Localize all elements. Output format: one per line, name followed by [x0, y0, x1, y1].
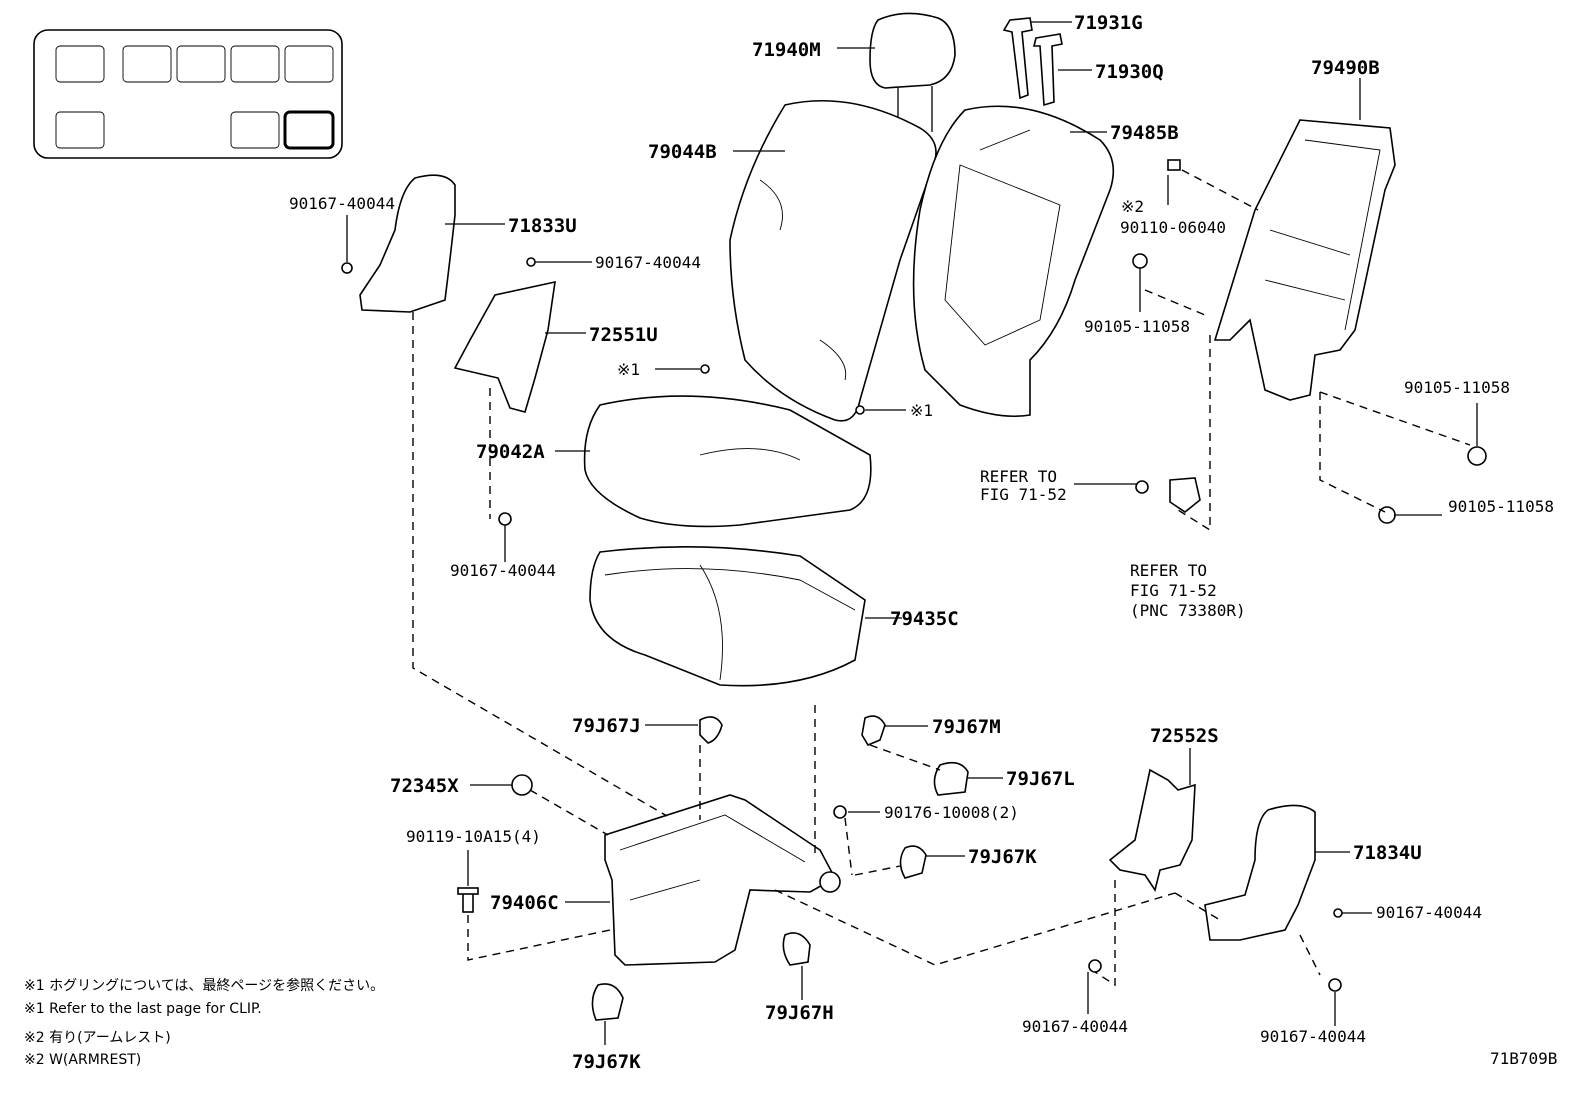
label-90176-10008: 90176-10008(2) — [884, 803, 1019, 822]
seat-cushion-pad-part — [589, 546, 866, 687]
label-90167-top-right: 90167-40044 — [595, 253, 701, 272]
label-79042A: 79042A — [476, 441, 545, 463]
cover-79J67L — [933, 761, 969, 796]
label-79J67L: 79J67L — [1006, 768, 1075, 790]
clip-79J67J — [699, 716, 723, 744]
label-note1-b: ※1 — [910, 401, 933, 420]
inner-cover-right-part — [1108, 768, 1196, 892]
callout-labels: 71940M 71931G 71930Q 79490B 79044B 79485… — [289, 12, 1554, 1073]
label-refer-to-1b: FIG 71-52 — [980, 485, 1067, 504]
label-71833U: 71833U — [508, 215, 577, 237]
seat-location-key — [33, 29, 343, 159]
label-71930Q: 71930Q — [1095, 61, 1164, 83]
footnote-en-2: ※2 W(ARMREST) — [24, 1052, 141, 1068]
label-72551U: 72551U — [589, 324, 658, 346]
label-71931G: 71931G — [1074, 12, 1143, 34]
label-71940M: 71940M — [752, 39, 821, 61]
label-90110-06040: 90110-06040 — [1120, 218, 1226, 237]
clip-79J67M — [861, 715, 886, 747]
cover-79J67K-right — [899, 845, 927, 879]
label-90167-bottom-right-1: 90167-40044 — [1376, 903, 1482, 922]
label-79J67H: 79J67H — [765, 1002, 834, 1024]
label-79490B: 79490B — [1311, 57, 1380, 79]
highlighted-seat-position — [283, 110, 335, 150]
label-90105-a: 90105-11058 — [1084, 317, 1190, 336]
cover-79J67K-bottom — [591, 983, 624, 1021]
bolt-90119 — [457, 887, 479, 913]
label-90105-b: 90105-11058 — [1404, 378, 1510, 397]
figure-code: 71B709B — [1490, 1049, 1557, 1068]
leader-lines — [346, 21, 1478, 1045]
label-90167-bottom-middle: 90167-40044 — [1022, 1017, 1128, 1036]
label-note1-a: ※1 — [617, 360, 640, 379]
label-refer-to-2a: REFER TO — [1130, 561, 1207, 580]
label-79J67M: 79J67M — [932, 716, 1001, 738]
footnote-en-1: ※1 Refer to the last page for CLIP. — [24, 1001, 262, 1017]
label-79044B: 79044B — [648, 141, 717, 163]
label-90167-top-left: 90167-40044 — [289, 194, 395, 213]
label-79J67K-right: 79J67K — [968, 846, 1037, 868]
footnote-jp-2: ※2 有り(アームレスト) — [24, 1030, 171, 1046]
label-90105-c: 90105-11058 — [1448, 497, 1554, 516]
label-79485B: 79485B — [1110, 122, 1179, 144]
cap-72345X — [511, 774, 533, 796]
label-79J67J: 79J67J — [572, 715, 641, 737]
side-cover-lower-right-part — [1204, 804, 1316, 941]
fasteners — [341, 159, 1487, 992]
seatback-pad-part — [912, 105, 1115, 418]
label-90167-bottom-right-2: 90167-40044 — [1260, 1027, 1366, 1046]
label-72345X: 72345X — [390, 775, 459, 797]
side-cover-upper-left-part — [359, 174, 456, 313]
label-79406C: 79406C — [490, 892, 559, 914]
seat-cushion-frame-part — [604, 794, 841, 966]
seatback-cover-part — [729, 100, 937, 422]
headrest-guide-parts — [1002, 17, 1063, 107]
label-90119-10A15: 90119-10A15(4) — [406, 827, 541, 846]
footnotes: ※1 ホグリングについては、最終ページを参照ください。 ※1 Refer to … — [24, 977, 384, 1068]
label-79J67K-bottom: 79J67K — [572, 1051, 641, 1073]
assembly-lines — [412, 169, 1471, 987]
seat-cushion-cover-part — [583, 395, 872, 528]
label-refer-to-2b: FIG 71-52 — [1130, 581, 1217, 600]
label-note2: ※2 — [1121, 197, 1144, 216]
label-90167-middle-left: 90167-40044 — [450, 561, 556, 580]
label-refer-to-2c: (PNC 73380R) — [1130, 601, 1246, 620]
label-71834U: 71834U — [1353, 842, 1422, 864]
label-refer-to-1a: REFER TO — [980, 467, 1057, 486]
footnote-jp-1: ※1 ホグリングについては、最終ページを参照ください。 — [24, 977, 384, 994]
nut-90176 — [833, 805, 847, 819]
label-79435C: 79435C — [890, 608, 959, 630]
inner-cover-left-part — [453, 280, 556, 413]
seatback-frame-part — [1213, 119, 1396, 401]
headrest-part — [869, 12, 956, 132]
cover-79J67H — [782, 932, 811, 966]
label-72552S: 72552S — [1150, 725, 1219, 747]
